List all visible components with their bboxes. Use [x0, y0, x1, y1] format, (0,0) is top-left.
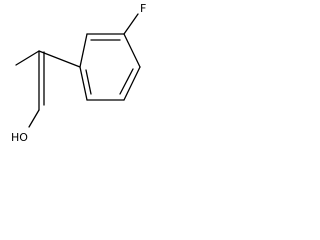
hydroxyl-label: HO	[11, 131, 28, 144]
ring-double-bond-3	[85, 69, 92, 95]
ring-bond-1	[79, 33, 88, 68]
c-f-bond	[123, 13, 139, 35]
ring-bond-3	[123, 33, 141, 68]
fluorine-label: F	[140, 2, 146, 15]
aryl-bond	[38, 50, 81, 68]
ring-double-bond-2	[119, 68, 134, 95]
methyl-bond	[15, 50, 40, 66]
chemical-structure: F HO	[11, 2, 146, 144]
n-o-bond	[28, 109, 40, 128]
ring-bond-4	[123, 66, 141, 101]
ring-bond-6	[79, 66, 88, 101]
